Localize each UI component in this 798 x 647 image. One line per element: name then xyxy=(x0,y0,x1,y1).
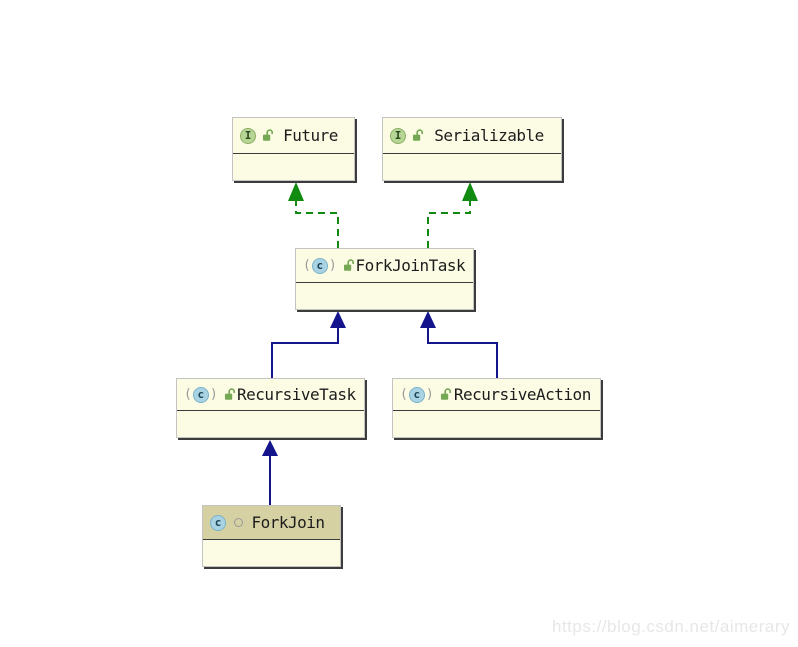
extends-arrowhead xyxy=(330,311,346,328)
node-header: I Serializable xyxy=(383,118,561,154)
extends-arrowhead xyxy=(262,440,278,456)
extends-arrowhead xyxy=(420,311,436,328)
node-title: Serializable xyxy=(434,126,544,145)
abstract-class-icon: c xyxy=(303,257,337,274)
public-unlocked-icon xyxy=(440,388,452,401)
node-header: c ForkJoinTask xyxy=(296,249,473,283)
extends-edge-forkjoin-recursivetask[interactable] xyxy=(262,440,278,505)
node-title: RecursiveAction xyxy=(453,385,592,404)
class-icon-letter: c xyxy=(408,386,425,403)
implements-edge-forkjointask-serializable[interactable] xyxy=(427,182,478,248)
class-node-serializable[interactable]: I Serializable xyxy=(382,117,562,181)
abstract-class-icon: c xyxy=(184,386,218,403)
abstract-class-icon: c xyxy=(400,386,434,403)
csdn-watermark: https://blog.csdn.net/aimerary xyxy=(551,617,790,636)
class-icon-letter: c xyxy=(192,386,209,403)
package-private-icon xyxy=(234,518,243,527)
implements-edge-forkjointask-future[interactable] xyxy=(288,182,339,248)
interface-icon: I xyxy=(240,127,256,144)
interface-icon: I xyxy=(390,127,406,144)
extends-edge-recursivetask-forkjointask[interactable] xyxy=(271,311,346,378)
interface-icon-letter: I xyxy=(390,127,406,144)
interface-icon-letter: I xyxy=(240,127,256,144)
node-header: c RecursiveAction xyxy=(393,379,600,411)
class-icon-letter: c xyxy=(210,514,226,531)
class-node-recursiveaction[interactable]: c RecursiveAction xyxy=(392,378,601,438)
node-title: ForkJoinTask xyxy=(355,256,466,275)
public-unlocked-icon xyxy=(412,129,424,142)
class-icon: c xyxy=(210,514,226,531)
extends-edge-recursiveaction-forkjointask[interactable] xyxy=(420,311,498,378)
node-title: ForkJoin xyxy=(251,513,325,532)
public-unlocked-icon xyxy=(343,259,355,272)
public-unlocked-icon xyxy=(262,129,274,142)
class-node-future[interactable]: I Future xyxy=(232,117,355,181)
implements-arrowhead xyxy=(462,182,478,201)
implements-arrowhead xyxy=(288,182,304,201)
node-header: c RecursiveTask xyxy=(177,379,364,411)
node-header: I Future xyxy=(233,118,354,154)
class-icon-letter: c xyxy=(311,257,328,274)
public-unlocked-icon xyxy=(224,388,236,401)
node-title: Future xyxy=(283,126,338,145)
class-node-forkjoin[interactable]: c ForkJoin xyxy=(202,505,341,567)
node-header: c ForkJoin xyxy=(203,506,340,540)
node-title: RecursiveTask xyxy=(236,385,356,404)
class-node-recursivetask[interactable]: c RecursiveTask xyxy=(176,378,365,438)
class-node-forkjointask[interactable]: c ForkJoinTask xyxy=(295,248,474,310)
